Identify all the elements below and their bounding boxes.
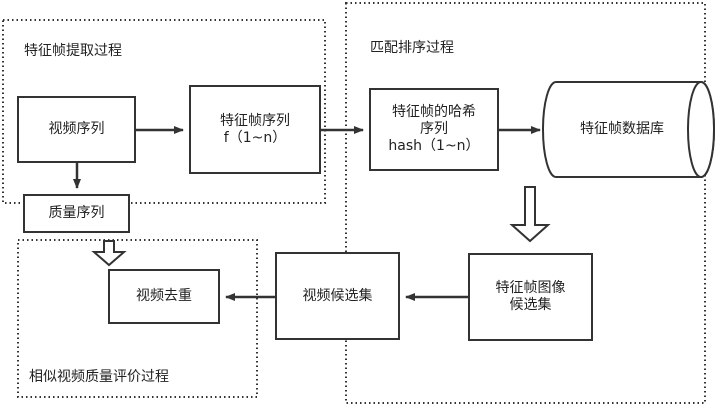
node-quality-sequence: 质量序列 — [24, 195, 129, 232]
node-video-candidates-label: 视频候选集 — [302, 287, 373, 304]
group-label-evaluation: 相似视频质量评价过程 — [29, 369, 169, 385]
hollow-arrow-db-to-candidates — [509, 186, 551, 243]
node-feature-frame-seq-line2: f（1~n） — [223, 129, 287, 146]
node-image-candidates: 特征帧图像 候选集 — [469, 254, 592, 340]
box-feature-frame-seq — [189, 85, 321, 174]
node-feature-db: 特征帧数据库 — [547, 82, 697, 177]
node-hash-seq-line3: hash（1~n） — [388, 138, 480, 154]
node-video-candidates: 视频候选集 — [276, 253, 399, 339]
box-video-candidates — [275, 252, 400, 340]
group-matching-border — [345, 2, 706, 404]
node-feature-frame-seq: 特征帧序列 f（1~n） — [190, 86, 320, 173]
database-cylinder-icon — [542, 81, 715, 178]
node-quality-sequence-label: 质量序列 — [48, 205, 105, 221]
node-hash-seq: 特征帧的哈希 序列 hash（1~n） — [370, 89, 498, 170]
box-quality-sequence — [23, 194, 130, 233]
group-label-extraction: 特征帧提取过程 — [24, 43, 122, 59]
node-hash-seq-line2: 序列 — [420, 121, 448, 137]
node-feature-db-label: 特征帧数据库 — [580, 121, 664, 137]
node-dedup-label: 视频去重 — [136, 288, 192, 304]
group-extraction-border — [2, 19, 326, 204]
group-label-matching: 匹配排序过程 — [370, 40, 454, 56]
node-dedup: 视频去重 — [109, 270, 219, 323]
hollow-arrow-quality-to-dedup — [91, 240, 127, 267]
node-feature-frame-seq-line1: 特征帧序列 — [220, 112, 290, 129]
box-dedup — [108, 269, 220, 324]
node-image-candidates-line1: 特征帧图像 — [495, 280, 566, 296]
node-video-sequence: 视频序列 — [18, 97, 135, 162]
node-hash-seq-line1: 特征帧的哈希 — [392, 104, 476, 120]
node-image-candidates-line2: 候选集 — [509, 297, 552, 313]
node-video-sequence-label: 视频序列 — [48, 121, 105, 137]
